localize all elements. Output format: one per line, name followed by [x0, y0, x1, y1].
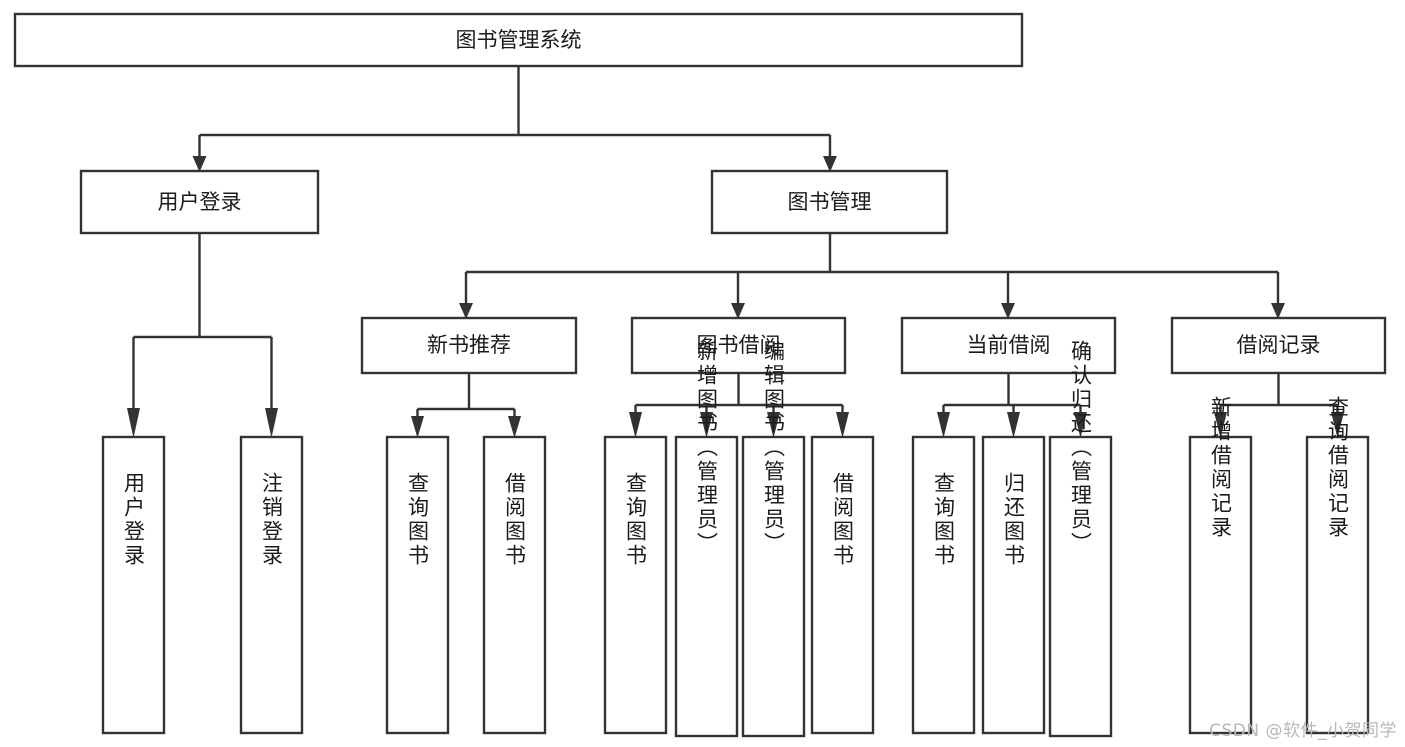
- arrowhead-leaf-query-book-borrow: [629, 412, 642, 438]
- leaf-add-record-label: 新增借阅记录: [1209, 396, 1233, 540]
- arrowhead-currentborrow: [1001, 303, 1015, 319]
- arrowhead-leaf-user-login: [127, 408, 140, 438]
- leaf-borrow-book-label: 借阅图书: [831, 472, 855, 568]
- node-book-manage-box: [710, 169, 949, 235]
- node-new-book-rec-box: [360, 316, 578, 375]
- leaf-return-book-label: 归还图书: [1002, 472, 1026, 568]
- leaf-confirm-return-box: [1048, 435, 1113, 738]
- node-book-borrow-box: [630, 316, 847, 375]
- leaf-logout[interactable]: 注销登录: [239, 435, 304, 735]
- node-new-book-rec-label: 新书推荐: [427, 333, 511, 357]
- leaf-logout-box: [239, 435, 304, 735]
- node-current-borrow-box: [900, 316, 1117, 375]
- leaf-return-book-box: [981, 435, 1046, 735]
- node-book-borrow[interactable]: 图书借阅: [630, 316, 847, 375]
- leaf-query-book-rec-box: [385, 435, 450, 735]
- connector-layer: [127, 66, 1344, 438]
- node-borrow-record-label: 借阅记录: [1237, 333, 1321, 357]
- node-root-box: [13, 12, 1024, 68]
- leaf-query-record-box: [1305, 435, 1370, 735]
- node-book-manage-label: 图书管理: [788, 190, 872, 214]
- arrowhead-bookborrow: [731, 303, 745, 319]
- leaf-query-book-cur-box: [911, 435, 976, 735]
- leaf-confirm-return[interactable]: 确认归还（管理员）: [1048, 340, 1113, 738]
- leaf-logout-label: 注销登录: [260, 472, 284, 568]
- node-borrow-record[interactable]: 借阅记录: [1170, 316, 1387, 375]
- leaf-add-book-label: 新增图书（管理员）: [695, 340, 719, 556]
- arrowhead-leaf-borrow-book: [836, 412, 849, 438]
- leaf-user-login[interactable]: 用户登录: [101, 435, 166, 735]
- leaf-edit-book[interactable]: 编辑图书（管理员）: [741, 340, 806, 738]
- arrowhead-user-login: [192, 156, 207, 172]
- arrowhead-book-manage: [823, 156, 837, 172]
- node-root-label: 图书管理系统: [456, 28, 582, 52]
- leaf-add-book-box: [674, 435, 739, 738]
- leaf-query-book-rec[interactable]: 查询图书: [385, 435, 450, 735]
- leaf-add-book[interactable]: 新增图书（管理员）: [674, 340, 739, 738]
- arrowhead-leaf-confirm-return: [1074, 412, 1087, 438]
- arrowhead-leaf-query-book-cur: [937, 412, 950, 438]
- leaf-add-record[interactable]: 新增借阅记录: [1188, 396, 1253, 735]
- leaf-borrow-book-box: [810, 435, 875, 735]
- leaf-add-record-box: [1188, 435, 1253, 735]
- node-book-manage[interactable]: 图书管理: [710, 169, 949, 235]
- node-current-borrow-label: 当前借阅: [967, 333, 1051, 357]
- leaf-user-login-box: [101, 435, 166, 735]
- leaf-query-book-borrow-label: 查询图书: [624, 472, 648, 568]
- node-root[interactable]: 图书管理系统: [13, 12, 1024, 68]
- leaf-edit-book-label: 编辑图书（管理员）: [762, 340, 786, 556]
- leaf-query-book-borrow-box: [603, 435, 668, 735]
- arrowhead-leaf-edit-book: [767, 412, 780, 438]
- node-user-login[interactable]: 用户登录: [79, 169, 320, 235]
- csdn-watermark: CSDN @软件_小贺同学: [1209, 721, 1397, 741]
- leaf-query-book-rec-label: 查询图书: [406, 472, 430, 568]
- node-book-borrow-label: 图书借阅: [697, 333, 781, 357]
- leaf-query-book-cur-label: 查询图书: [932, 472, 956, 568]
- arrowhead-leaf-add-record: [1214, 412, 1227, 438]
- arrowhead-leaf-borrow-book-rec: [508, 416, 521, 438]
- node-current-borrow[interactable]: 当前借阅: [900, 316, 1117, 375]
- node-new-book-rec[interactable]: 新书推荐: [360, 316, 578, 375]
- leaf-borrow-book-rec-label: 借阅图书: [503, 472, 527, 568]
- arrowhead-leaf-logout: [265, 408, 278, 438]
- leaf-borrow-book[interactable]: 借阅图书: [810, 435, 875, 735]
- leaf-query-record-label: 查询借阅记录: [1326, 396, 1350, 540]
- leaf-return-book[interactable]: 归还图书: [981, 435, 1046, 735]
- leaf-borrow-book-rec-box: [482, 435, 547, 735]
- leaf-borrow-book-rec[interactable]: 借阅图书: [482, 435, 547, 735]
- leaf-user-login-label: 用户登录: [122, 472, 146, 568]
- arrowhead-leaf-query-record: [1331, 412, 1344, 438]
- node-user-login-box: [79, 169, 320, 235]
- leaf-query-book-borrow[interactable]: 查询图书: [603, 435, 668, 735]
- arrowhead-newbook: [459, 303, 473, 319]
- arrowhead-leaf-return-book: [1007, 412, 1020, 438]
- arrowhead-borrowrecord: [1271, 303, 1285, 319]
- node-borrow-record-box: [1170, 316, 1387, 375]
- arrowhead-leaf-add-book: [700, 412, 713, 438]
- leaf-edit-book-box: [741, 435, 806, 738]
- leaf-query-record[interactable]: 查询借阅记录: [1305, 396, 1370, 735]
- leaf-confirm-return-label: 确认归还（管理员）: [1069, 340, 1093, 556]
- leaf-query-book-cur[interactable]: 查询图书: [911, 435, 976, 735]
- node-user-login-label: 用户登录: [158, 190, 242, 214]
- arrowhead-leaf-query-book-rec: [411, 416, 424, 438]
